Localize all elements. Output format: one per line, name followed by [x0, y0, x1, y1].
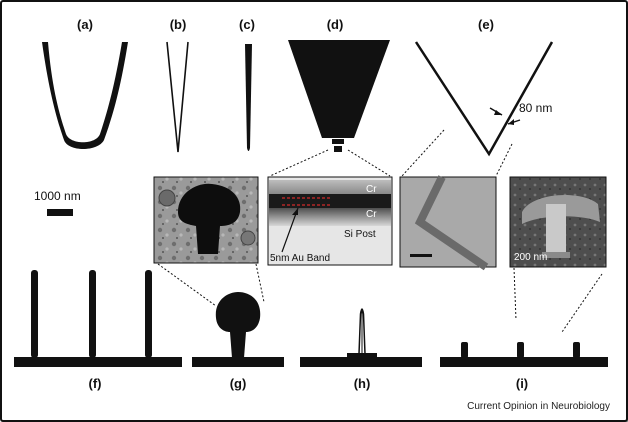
panel-label-c: (c): [239, 17, 255, 32]
zoom-line-d-right: [347, 149, 391, 177]
electrode-d-body: [288, 40, 390, 138]
pipette-a-shape: [42, 42, 128, 149]
panel-label-d: (d): [327, 17, 344, 32]
panel-label-i: (i): [516, 376, 528, 391]
dimension-arrowhead-left: [494, 110, 502, 115]
panel-label-a: (a): [77, 17, 93, 32]
zoom-line-g-right: [255, 263, 265, 303]
layer-label-top: Cr: [366, 184, 377, 195]
zoom-line-i-left: [513, 267, 517, 321]
pipette-b-shape: [166, 41, 189, 153]
probe-e-shape: [414, 41, 554, 157]
electrode-d-tip-end: [334, 146, 342, 152]
panel-label-b: (b): [170, 17, 187, 32]
dimension-label: 80 nm: [519, 101, 552, 115]
panel-label-e: (e): [478, 17, 494, 32]
scale-bar-label: 1000 nm: [34, 189, 81, 203]
micrograph-g: [153, 176, 259, 264]
micrograph-e: [399, 175, 497, 271]
schematic-h: [300, 308, 422, 367]
zoom-line-e-left: [401, 129, 445, 177]
micrograph-d: Cr Cr Si Post 5nm Au Band: [267, 176, 393, 266]
schematic-i: [440, 342, 608, 367]
micrograph-i-scale-label: 200 nm: [514, 252, 547, 263]
zoom-line-d-left: [269, 149, 329, 177]
band-pointer-head: [292, 208, 298, 215]
zoom-line-g-left: [157, 263, 217, 307]
micrograph-e-scale-bar: [410, 254, 432, 257]
substrate-label: Si Post: [344, 229, 376, 240]
footer-credit: Current Opinion in Neurobiology: [467, 401, 610, 412]
panel-label-f: (f): [89, 376, 102, 391]
scale-bar: [47, 209, 73, 216]
micrograph-i: 200 nm: [509, 176, 607, 268]
probe-c-shape: [245, 44, 252, 151]
band-pointer: [281, 207, 299, 253]
layer-label-mid: Cr: [366, 209, 377, 220]
dimension-arrowhead-right: [508, 119, 514, 125]
zoom-line-i-right: [561, 273, 603, 333]
schematic-g: [192, 292, 284, 367]
band-label: 5nm Au Band: [270, 253, 330, 264]
schematic-f: [14, 270, 182, 367]
panel-label-h: (h): [354, 376, 371, 391]
panel-label-g: (g): [230, 376, 247, 391]
zoom-line-e-right: [495, 143, 513, 177]
electrode-d-tip: [332, 139, 344, 144]
